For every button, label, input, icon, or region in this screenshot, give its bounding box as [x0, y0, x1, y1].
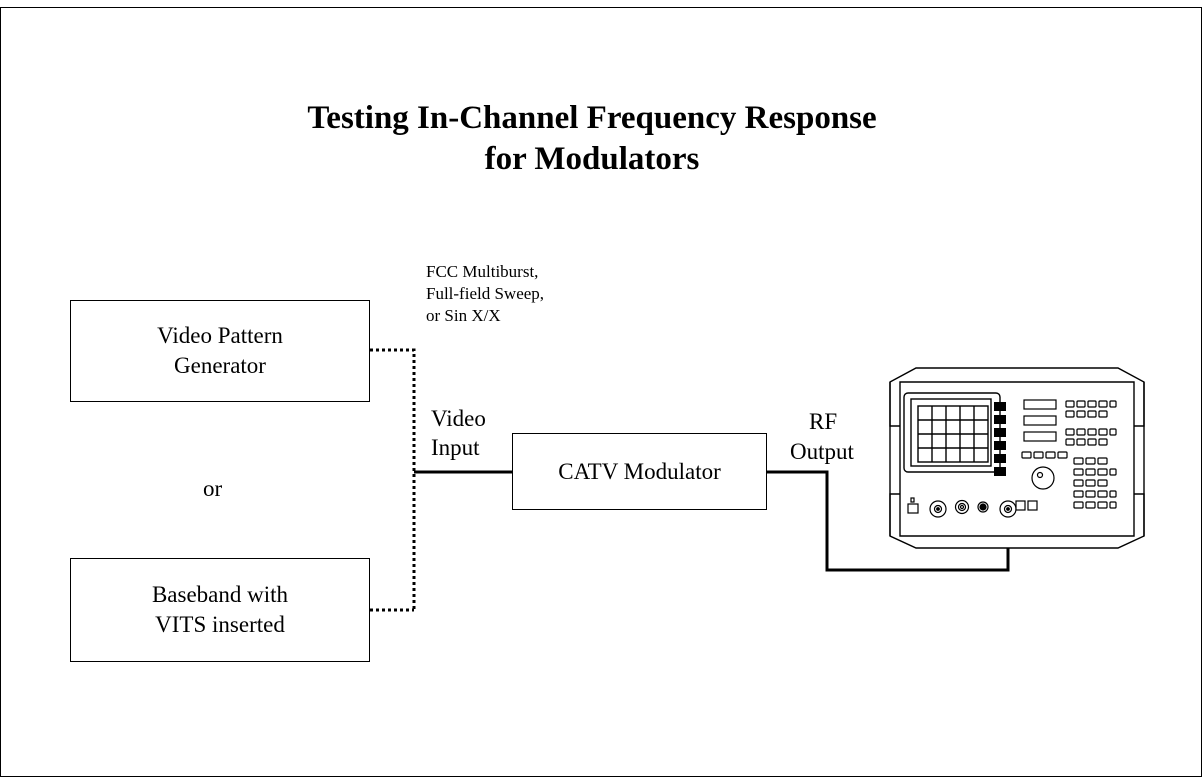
test-signal-note-1: FCC Multiburst, [426, 262, 539, 281]
dotted-link-pattern-generator [370, 348, 416, 610]
rf-output-cable [767, 470, 1010, 572]
catv-modulator-label: CATV Modulator [558, 458, 721, 484]
video-input-label-2: Input [431, 435, 480, 460]
test-signal-note-2: Full-field Sweep, [426, 284, 545, 303]
baseband-label-1: Baseband with [151, 582, 289, 607]
baseband-box: Baseband with VITS inserted [70, 558, 370, 662]
rf-output-label-1: RF [809, 409, 838, 434]
or-label: or [203, 476, 223, 501]
spectrum-analyzer-icon [889, 367, 1145, 549]
baseband-label-2: VITS inserted [155, 612, 285, 637]
video-pattern-generator-label-2: Generator [174, 353, 266, 378]
video-pattern-generator-box: Video Pattern Generator [70, 300, 370, 402]
test-signal-note-3: or Sin X/X [426, 306, 501, 325]
diagram-title-line1: Testing In-Channel Frequency Response [307, 100, 877, 136]
diagram-title-line2: for Modulators [484, 141, 700, 177]
catv-modulator-box: CATV Modulator [512, 433, 767, 510]
video-pattern-generator-label-1: Video Pattern [157, 323, 283, 348]
rf-output-label-2: Output [790, 439, 854, 464]
video-input-label-1: Video [431, 406, 486, 431]
